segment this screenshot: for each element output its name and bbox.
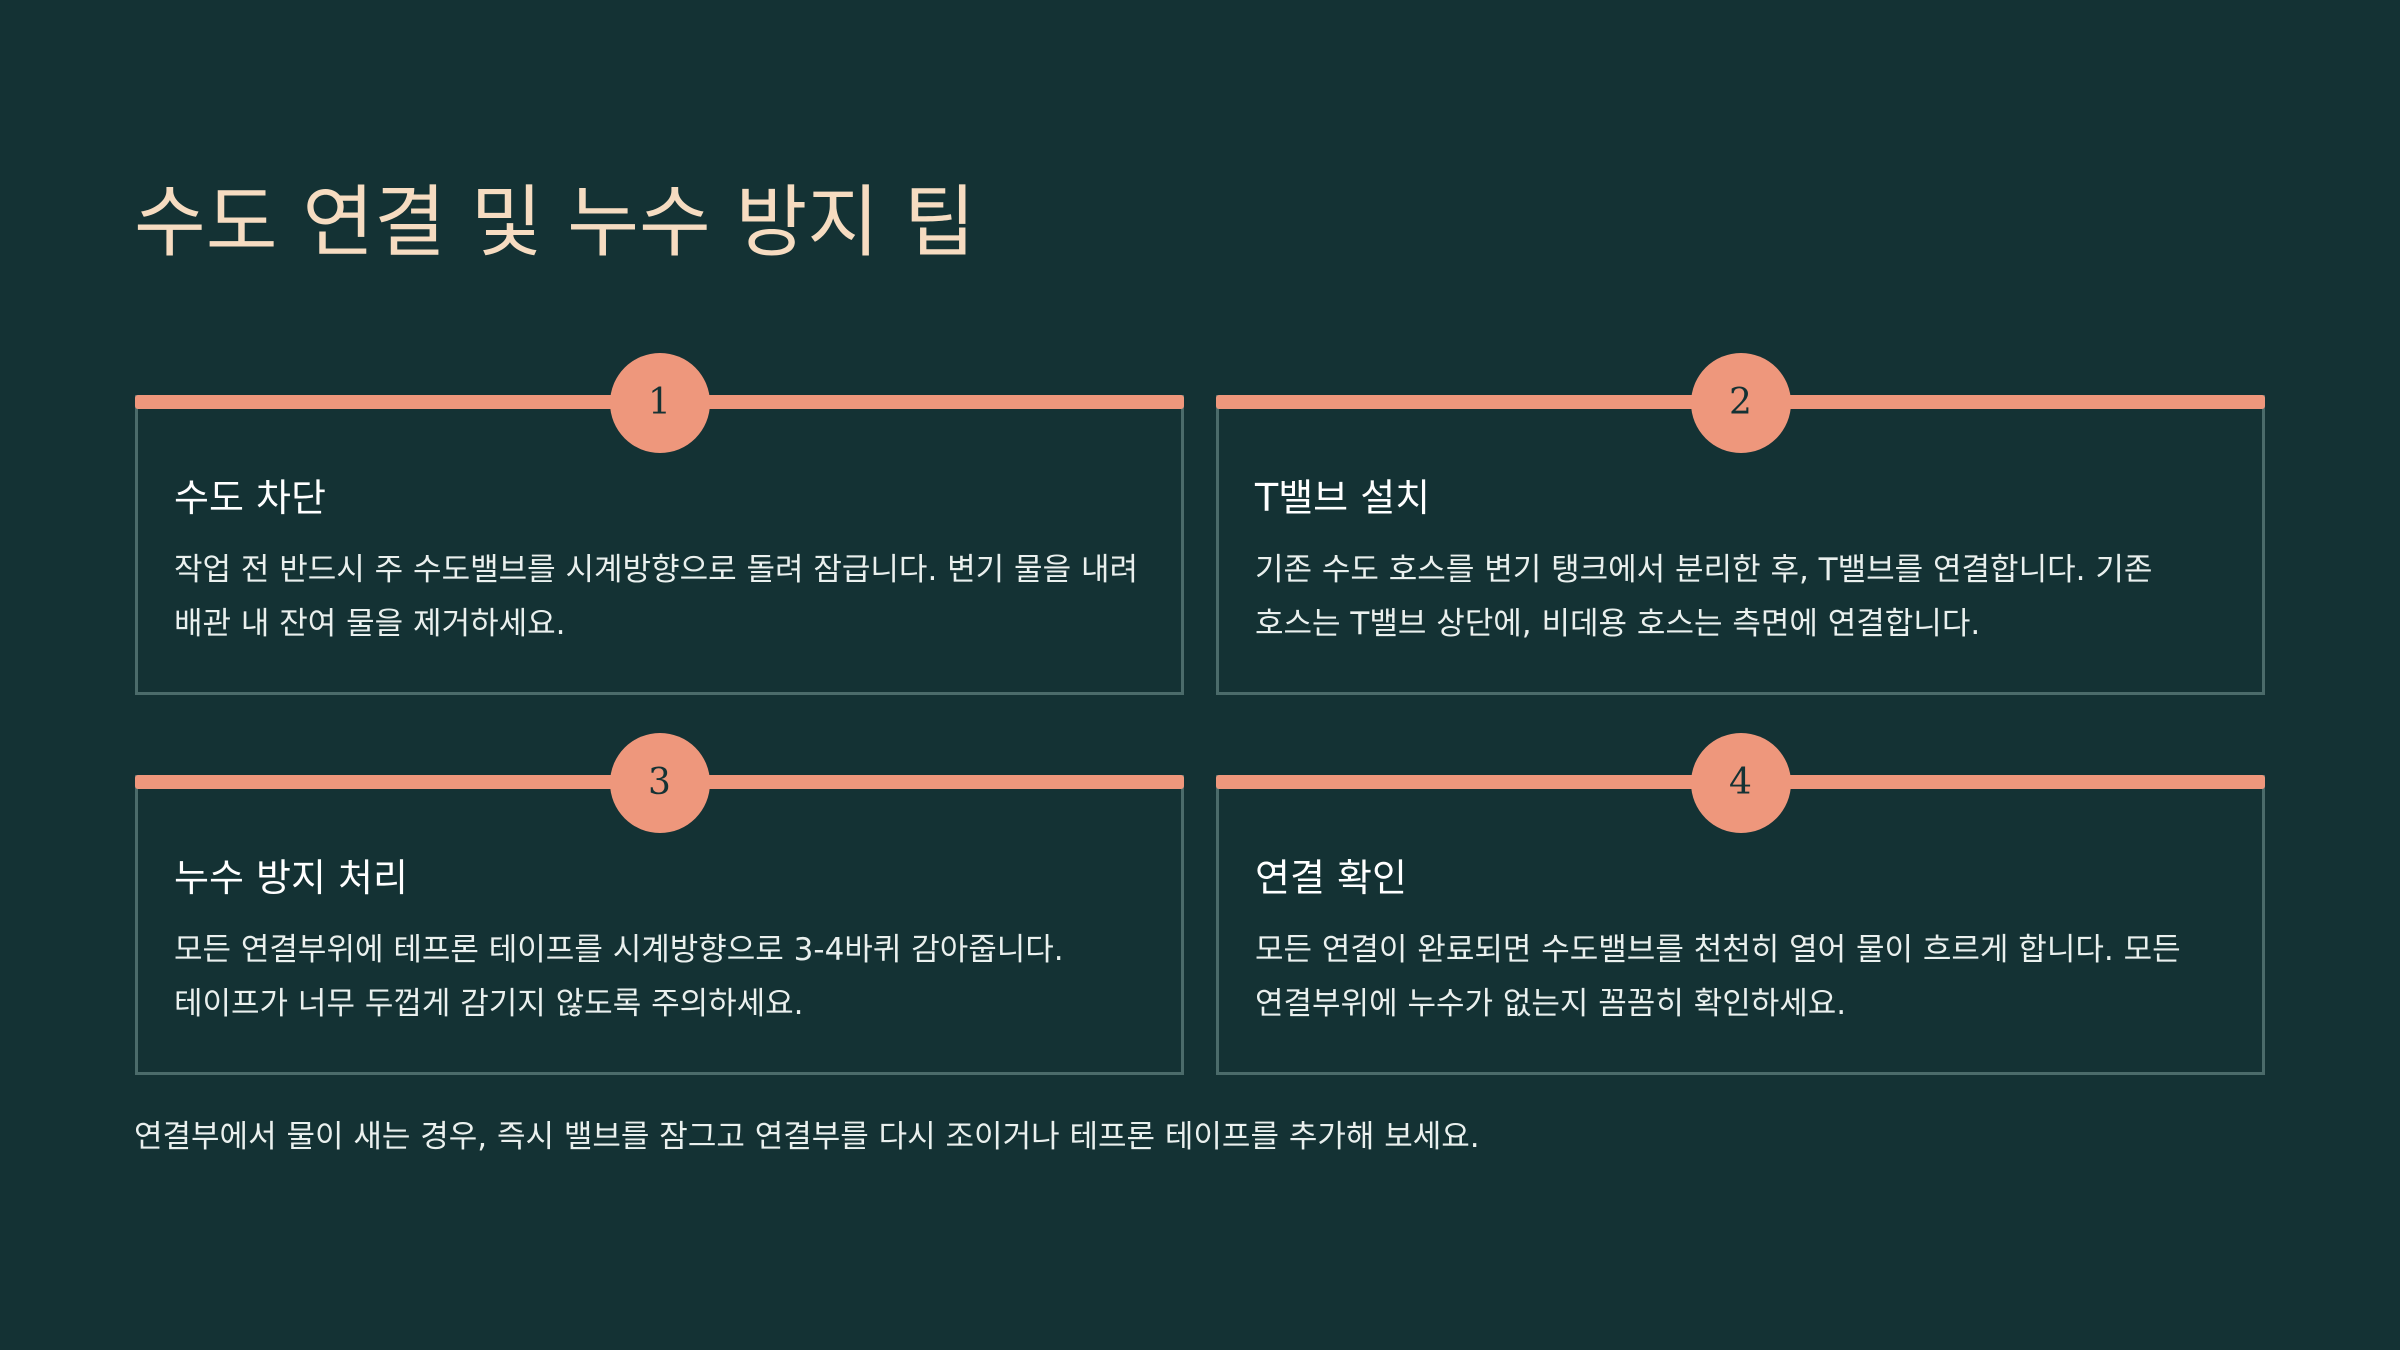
step-number-badge: 3: [609, 733, 710, 833]
step-title: 누수 방지 처리: [174, 856, 408, 900]
step-number-badge: 4: [1690, 733, 1791, 833]
step-card-1: 1 수도 차단 작업 전 반드시 주 수도밸브를 시계방향으로 돌려 잠급니다.…: [135, 353, 1184, 695]
step-title: 연결 확인: [1255, 856, 1407, 900]
step-description: 기존 수도 호스를 변기 탱크에서 분리한 후, T밸브를 연결합니다. 기존 …: [1255, 552, 2153, 642]
step-card-4: 4 연결 확인 모든 연결이 완료되면 수도밸브를 천천히 열어 물이 흐르게 …: [1216, 733, 2265, 1075]
step-description: 작업 전 반드시 주 수도밸브를 시계방향으로 돌려 잠급니다. 변기 물을 내…: [174, 552, 1138, 642]
slide-title: 수도 연결 및 누수 방지 팁: [134, 178, 976, 268]
step-number-badge: 2: [1690, 353, 1791, 453]
step-number-badge: 1: [609, 353, 710, 453]
step-title: 수도 차단: [174, 476, 326, 520]
step-description: 모든 연결이 완료되면 수도밸브를 천천히 열어 물이 흐르게 합니다. 모든 …: [1255, 932, 2181, 1022]
step-card-2: 2 T밸브 설치 기존 수도 호스를 변기 탱크에서 분리한 후, T밸브를 연…: [1216, 353, 2265, 695]
step-description: 모든 연결부위에 테프론 테이프를 시계방향으로 3-4바퀴 감아줍니다. 테이…: [174, 932, 1064, 1022]
footer-tip: 연결부에서 물이 새는 경우, 즉시 밸브를 잠그고 연결부를 다시 조이거나 …: [134, 1119, 1480, 1155]
step-card-3: 3 누수 방지 처리 모든 연결부위에 테프론 테이프를 시계방향으로 3-4바…: [135, 733, 1184, 1075]
step-title: T밸브 설치: [1255, 476, 1431, 520]
